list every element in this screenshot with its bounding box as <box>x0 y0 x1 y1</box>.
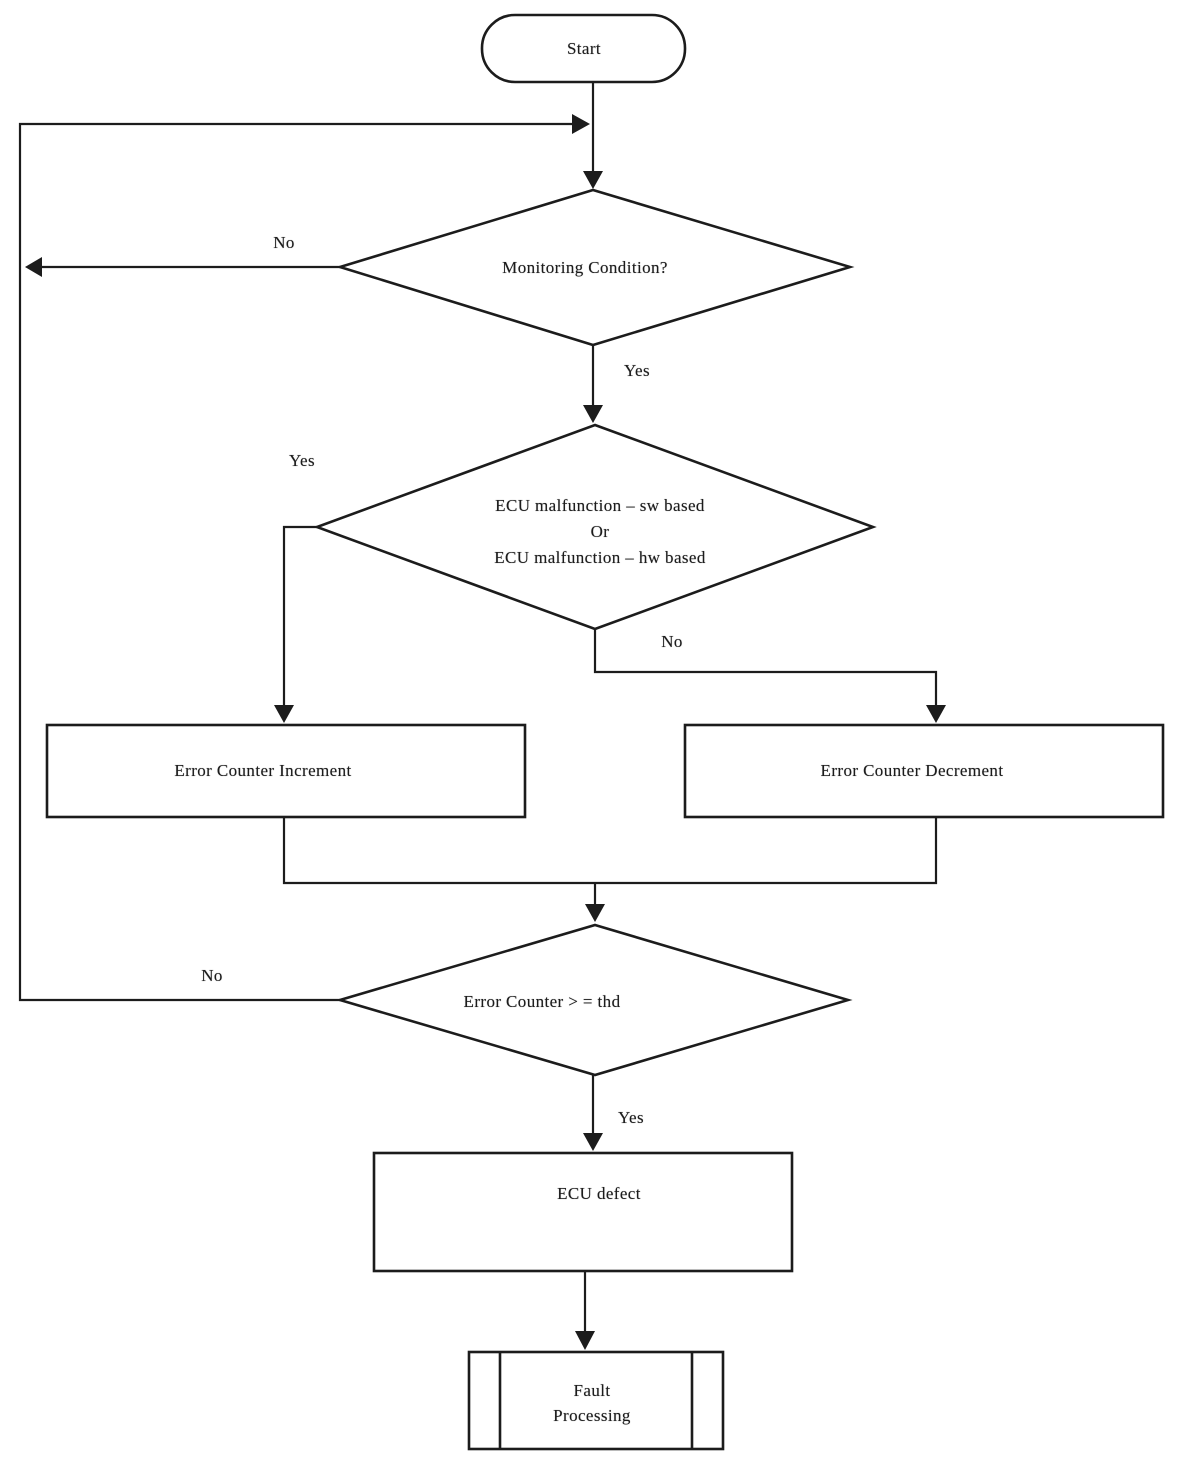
arrow-down-into-defect <box>583 1133 603 1151</box>
ecu-defect-label: ECU defect <box>557 1184 641 1203</box>
malfunction-decision-shape <box>313 423 877 631</box>
monitoring-condition-label: Monitoring Condition? <box>502 258 668 277</box>
fault-predefined-shape <box>467 1350 725 1451</box>
fault-processing-line-1: Fault <box>573 1381 611 1400</box>
arrow-down-into-threshold <box>585 904 605 922</box>
arrow-left-into-loop-line <box>25 257 42 277</box>
edge-label-monitoring-no: No <box>273 233 295 252</box>
arrow-down-into-monitoring <box>583 171 603 189</box>
start-terminator-shape <box>480 13 687 84</box>
defect-process-shape <box>372 1151 794 1273</box>
edge-label-malfunction-no: No <box>661 632 683 651</box>
error-counter-threshold-label: Error Counter > = thd <box>463 992 621 1011</box>
arrow-down-into-decrement <box>926 705 946 723</box>
ecu-malfunction-line-1: ECU malfunction – sw based <box>495 496 705 515</box>
edge-label-threshold-yes: Yes <box>618 1108 644 1127</box>
threshold-decision-shape <box>335 923 853 1077</box>
edge-loopback <box>18 122 572 1002</box>
fault-processing-line-2: Processing <box>553 1406 631 1425</box>
edge-merge <box>282 817 938 885</box>
edge-label-malfunction-yes: Yes <box>289 451 315 470</box>
error-counter-increment-label: Error Counter Increment <box>174 761 352 780</box>
ecu-malfunction-label: ECU malfunction – sw based Or ECU malfun… <box>494 493 706 571</box>
arrow-down-into-fault <box>575 1331 595 1350</box>
error-counter-decrement-label: Error Counter Decrement <box>820 761 1004 780</box>
decrement-process-shape <box>683 723 1165 819</box>
ecu-malfunction-line-3: ECU malfunction – hw based <box>494 548 706 567</box>
monitoring-decision-shape <box>335 188 855 347</box>
edge-label-monitoring-yes: Yes <box>624 361 650 380</box>
arrow-down-into-malfunction <box>583 405 603 423</box>
fault-processing-label: Fault Processing <box>553 1378 631 1428</box>
edge-malfunction-yes <box>282 525 317 706</box>
arrow-right-into-main-line <box>572 114 590 134</box>
ecu-malfunction-line-2: Or <box>590 522 610 541</box>
edge-label-threshold-no: No <box>201 966 223 985</box>
increment-process-shape <box>45 723 527 819</box>
start-label: Start <box>566 39 602 58</box>
edge-malfunction-no <box>593 629 938 706</box>
arrow-down-into-increment <box>274 705 294 723</box>
